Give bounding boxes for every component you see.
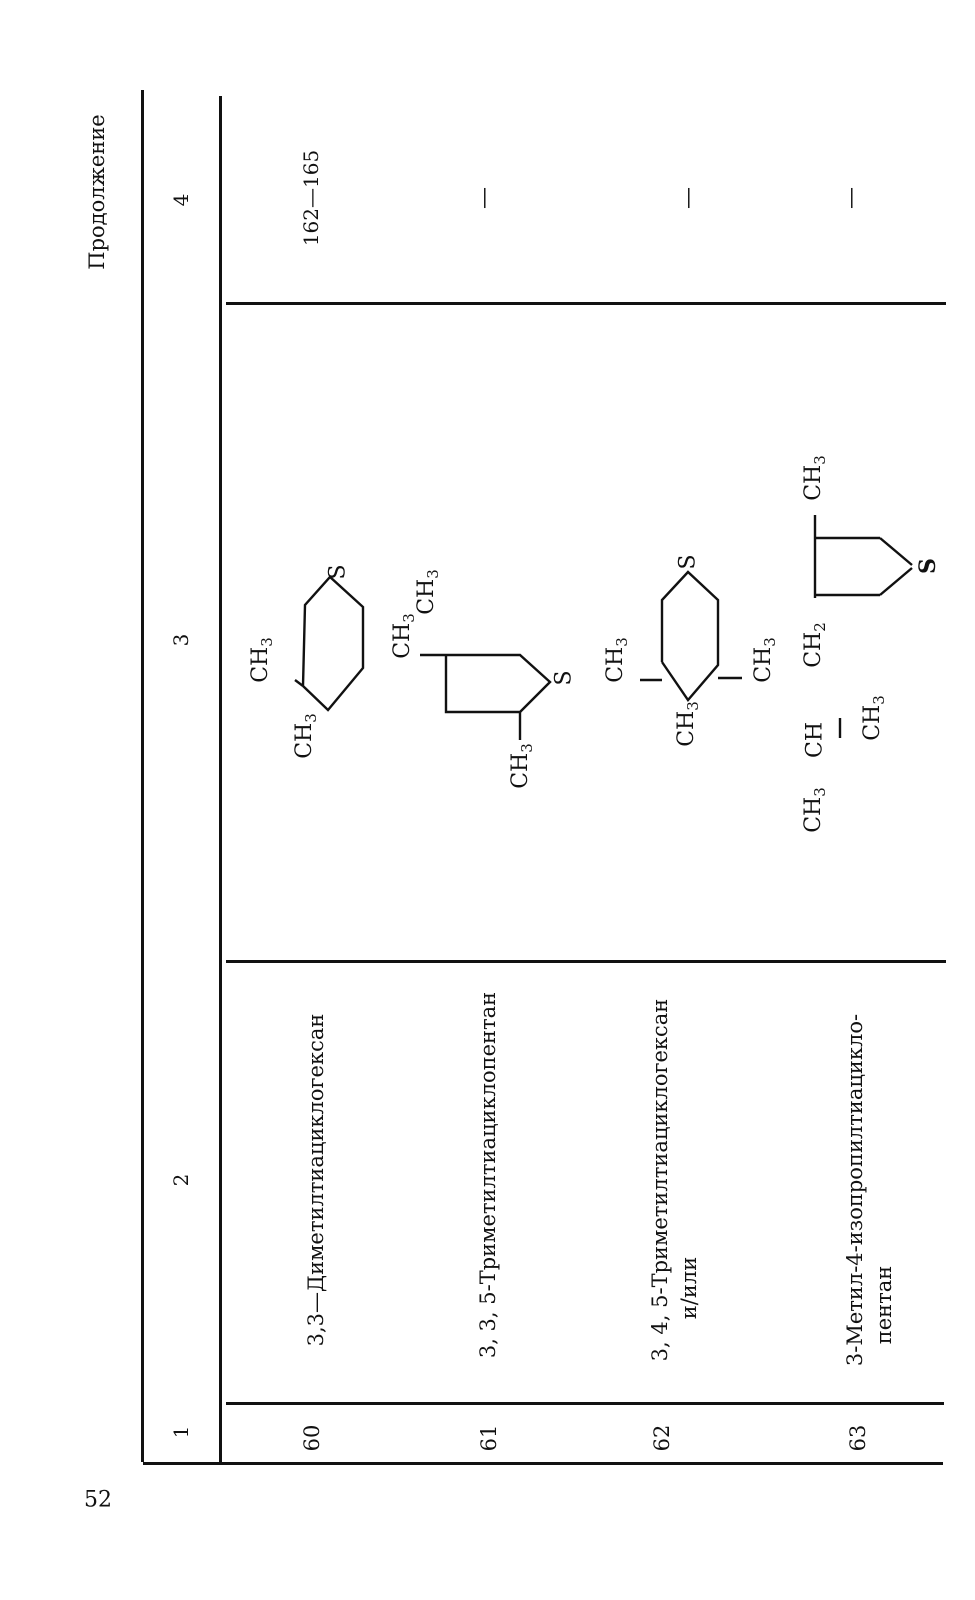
formula-63-ch3-branch: CH3 xyxy=(859,695,889,741)
formula-63-ch3-main: CH3 xyxy=(800,787,830,833)
header-border-top xyxy=(141,90,144,1462)
formula-62-ch3-a: CH3 xyxy=(602,637,632,683)
formula-62-ch3-b: CH3 xyxy=(673,701,703,747)
formula-63-ch2: CH2 xyxy=(800,622,830,668)
formula-62-s: S xyxy=(675,554,701,570)
table-border-left xyxy=(143,1462,943,1465)
formula-61-ch3-c: CH3 xyxy=(507,743,537,789)
formula-63-chain xyxy=(813,515,913,738)
formula-60-ring xyxy=(294,575,365,712)
col-divider-3-4 xyxy=(226,302,946,305)
formula-60-s: S xyxy=(325,564,351,580)
header-divider xyxy=(226,1402,944,1405)
formula-60-ch3-a: CH3 xyxy=(291,713,321,759)
col-divider-1-2 xyxy=(226,960,946,963)
page-number: 52 xyxy=(84,1487,112,1513)
formula-63-ch3-top: CH3 xyxy=(800,455,830,501)
formula-63-ch: CH xyxy=(802,721,828,759)
formula-61-ring xyxy=(420,653,552,740)
formula-62-ring xyxy=(640,570,742,702)
formula-63-s: S xyxy=(915,558,941,574)
formula-61-ch3-a: CH3 xyxy=(389,613,419,659)
header-border-bottom xyxy=(219,96,222,1462)
formula-61-ch3-b: CH3 xyxy=(413,569,443,615)
formula-62-ch3-c: CH3 xyxy=(750,637,780,683)
formula-61-s: S xyxy=(551,670,577,686)
formula-60-ch3-b: CH3 xyxy=(247,637,277,683)
